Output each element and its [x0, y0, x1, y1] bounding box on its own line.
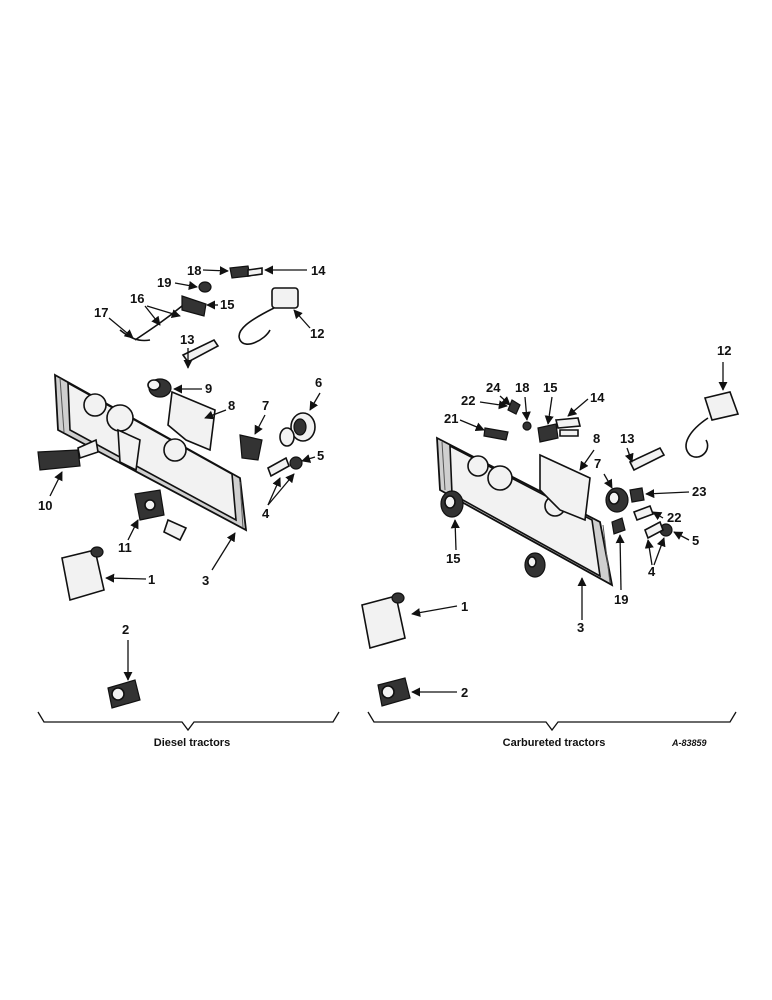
callout-8: 8 — [228, 398, 235, 413]
callout-8: 8 — [593, 431, 600, 446]
carbureted-ignition-group — [483, 399, 582, 443]
carbureted-lamp-12 — [685, 391, 740, 458]
carbureted-callouts: 12 24 18 15 14 22 21 8 13 7 23 22 5 — [411, 343, 731, 700]
callout-7: 7 — [262, 398, 269, 413]
callout-1: 1 — [461, 599, 468, 614]
callout-2: 2 — [122, 622, 129, 637]
carbureted-bracket — [539, 453, 591, 522]
carbureted-gauge-7 — [605, 487, 629, 513]
carbureted-caption: Carbureted tractors — [503, 737, 606, 749]
callout-4: 4 — [262, 506, 270, 521]
callout-13: 13 — [180, 332, 194, 347]
carbureted-knob — [524, 552, 546, 578]
callout-15: 15 — [220, 297, 234, 312]
reference-number: A-83859 — [671, 738, 707, 748]
callout-21: 21 — [444, 411, 458, 426]
diesel-coil-1 — [61, 546, 105, 602]
callout-18: 18 — [187, 263, 201, 278]
carbureted-brace — [367, 711, 737, 732]
diesel-lamp-12 — [238, 287, 299, 345]
diesel-ignition-group — [119, 265, 263, 342]
callout-16: 16 — [130, 291, 144, 306]
callout-12: 12 — [310, 326, 324, 341]
diesel-switch-6 — [279, 412, 316, 447]
callout-10: 10 — [38, 498, 52, 513]
callout-18: 15 — [543, 380, 557, 395]
callout-24: 23 — [692, 484, 706, 499]
carbureted-coil-1 — [361, 592, 406, 650]
callout-6: 6 — [315, 375, 322, 390]
callout-3: 3 — [202, 573, 209, 588]
callout-14: 14 — [590, 390, 605, 405]
callout-12: 12 — [717, 343, 731, 358]
carbureted-connector-13 — [628, 446, 666, 472]
diesel-fittings — [267, 456, 303, 478]
callout-17: 17 — [94, 305, 108, 320]
callout-14: 14 — [311, 263, 326, 278]
callout-23: 24 — [486, 380, 501, 395]
callout-2: 2 — [461, 685, 468, 700]
diesel-component-11 — [134, 489, 188, 542]
diesel-callouts: 18 14 19 16 15 17 12 13 9 6 8 7 5 — [38, 263, 326, 681]
callout-3: 3 — [577, 620, 584, 635]
diesel-caption: Diesel tractors — [154, 737, 230, 749]
diesel-solenoid-2 — [107, 679, 141, 709]
carbureted-solenoid-2 — [377, 677, 411, 707]
callout-22: 22 — [461, 393, 475, 408]
carbureted-switch-15 — [440, 490, 464, 518]
diesel-light-7 — [239, 434, 263, 461]
diesel-instrument-panel — [54, 373, 248, 532]
diesel-brace — [37, 711, 340, 732]
callout-13: 13 — [620, 431, 634, 446]
diesel-key-switch-10 — [37, 438, 99, 471]
callout-19: 19 — [157, 275, 171, 290]
callout-15: 15 — [446, 551, 460, 566]
carbureted-assembly: 12 24 18 15 14 22 21 8 13 7 23 22 5 — [361, 343, 740, 707]
diesel-connector-13 — [181, 338, 220, 364]
group-braces — [37, 711, 737, 732]
callout-1: 1 — [148, 572, 155, 587]
diesel-assembly: 18 14 19 16 15 17 12 13 9 6 8 7 5 — [37, 263, 326, 709]
callout-7: 7 — [594, 456, 601, 471]
callout-5: 5 — [692, 533, 699, 548]
callout-11: 11 — [118, 540, 132, 555]
callout-5: 5 — [317, 448, 324, 463]
callout-19: 18 — [515, 380, 529, 395]
callout-9: 9 — [205, 381, 212, 396]
callout-4: 4 — [648, 564, 656, 579]
callout-20: 19 — [614, 592, 628, 607]
callout-22: 22 — [667, 510, 681, 525]
diesel-bracket — [167, 390, 216, 452]
carbureted-fittings — [611, 487, 673, 540]
diesel-gauge-9 — [147, 378, 172, 398]
